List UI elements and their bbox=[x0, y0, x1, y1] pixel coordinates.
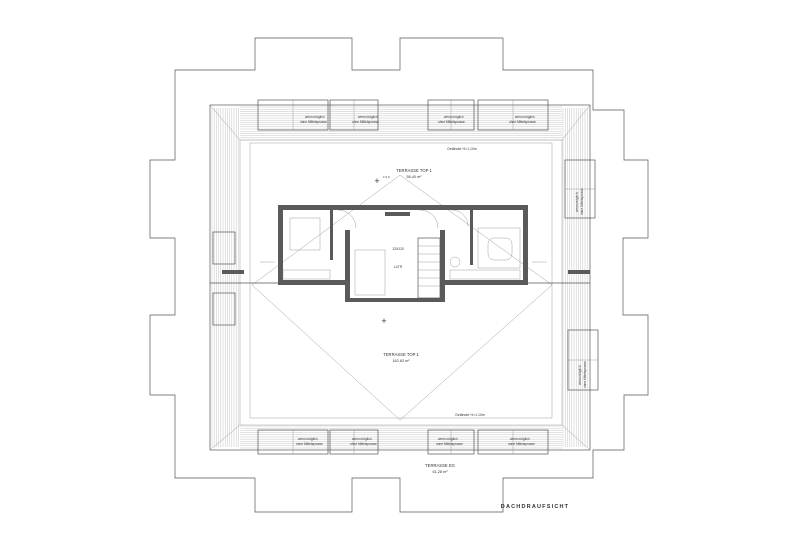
stair-label-dimension: 120/120 bbox=[392, 247, 404, 251]
equipment-markers bbox=[222, 261, 590, 274]
railing-label-south: Geländer H=1,10m bbox=[455, 413, 485, 417]
window-note: ohne Mittelsprosse bbox=[300, 120, 327, 124]
window-note: wenn möglich bbox=[438, 437, 458, 441]
stair-label-type: LUTR bbox=[394, 265, 403, 269]
window-note: ohne Mittelsprosse bbox=[509, 120, 536, 124]
window-note: ohne Mittelsprosse bbox=[583, 361, 587, 388]
window-notes-east: wenn möglich ohne Mittelsprosse wenn mög… bbox=[575, 188, 587, 388]
terrace-area bbox=[249, 142, 553, 419]
skylights-north bbox=[257, 99, 549, 131]
window-note: wenn möglich bbox=[298, 437, 318, 441]
window-note: wenn möglich bbox=[510, 437, 530, 441]
railing-label-north: Geländer H=1,10m bbox=[447, 147, 477, 151]
window-note: wenn möglich bbox=[305, 115, 325, 119]
terrace-top1-north-name: TERRASSE TOP 1 bbox=[396, 168, 432, 173]
window-notes-north: wenn möglich ohne Mittelsprosse wenn mög… bbox=[300, 115, 536, 124]
roof-hatching bbox=[211, 106, 588, 449]
skylights-south bbox=[257, 429, 549, 455]
window-note: ohne Mittelsprosse bbox=[580, 188, 584, 215]
level-marker-south: + bbox=[381, 316, 386, 326]
window-note: ohne Mittelsprosse bbox=[438, 120, 465, 124]
window-note: wenn möglich bbox=[352, 437, 372, 441]
terrace-top1-north-area: 56,40 m² bbox=[407, 175, 423, 179]
terrace-top1-south-area: 162,62 m² bbox=[392, 359, 410, 363]
window-note: wenn möglich bbox=[515, 115, 535, 119]
terrace-top1-south-name: TERRASSE TOP 1 bbox=[383, 352, 419, 357]
level-marker-north-note: ± 0,0 bbox=[383, 175, 390, 179]
level-marker-north: + bbox=[374, 176, 379, 186]
core-building bbox=[278, 205, 528, 302]
side-windows bbox=[212, 159, 599, 391]
window-note: wenn möglich bbox=[575, 192, 579, 212]
window-note: ohne Mittelsprosse bbox=[436, 442, 463, 446]
terrace-eg-name: TERRASSE EG bbox=[425, 463, 455, 468]
window-notes-south: wenn möglich ohne Mittelsprosse wenn mög… bbox=[296, 437, 535, 446]
window-note: ohne Mittelsprosse bbox=[352, 120, 379, 124]
window-note: ohne Mittelsprosse bbox=[296, 442, 323, 446]
drawing-title: DACHDRAUFSICHT bbox=[501, 504, 569, 510]
slope-lines bbox=[209, 104, 591, 451]
window-note: ohne Mittelsprosse bbox=[350, 442, 377, 446]
window-note: ohne Mittelsprosse bbox=[508, 442, 535, 446]
window-note: wenn möglich bbox=[578, 365, 582, 385]
terrace-eg-area: 61,28 m² bbox=[433, 470, 449, 474]
plot-outline bbox=[149, 37, 649, 513]
window-note: wenn möglich bbox=[444, 115, 464, 119]
window-note: wenn möglich bbox=[358, 115, 378, 119]
roof-outline bbox=[209, 104, 591, 451]
